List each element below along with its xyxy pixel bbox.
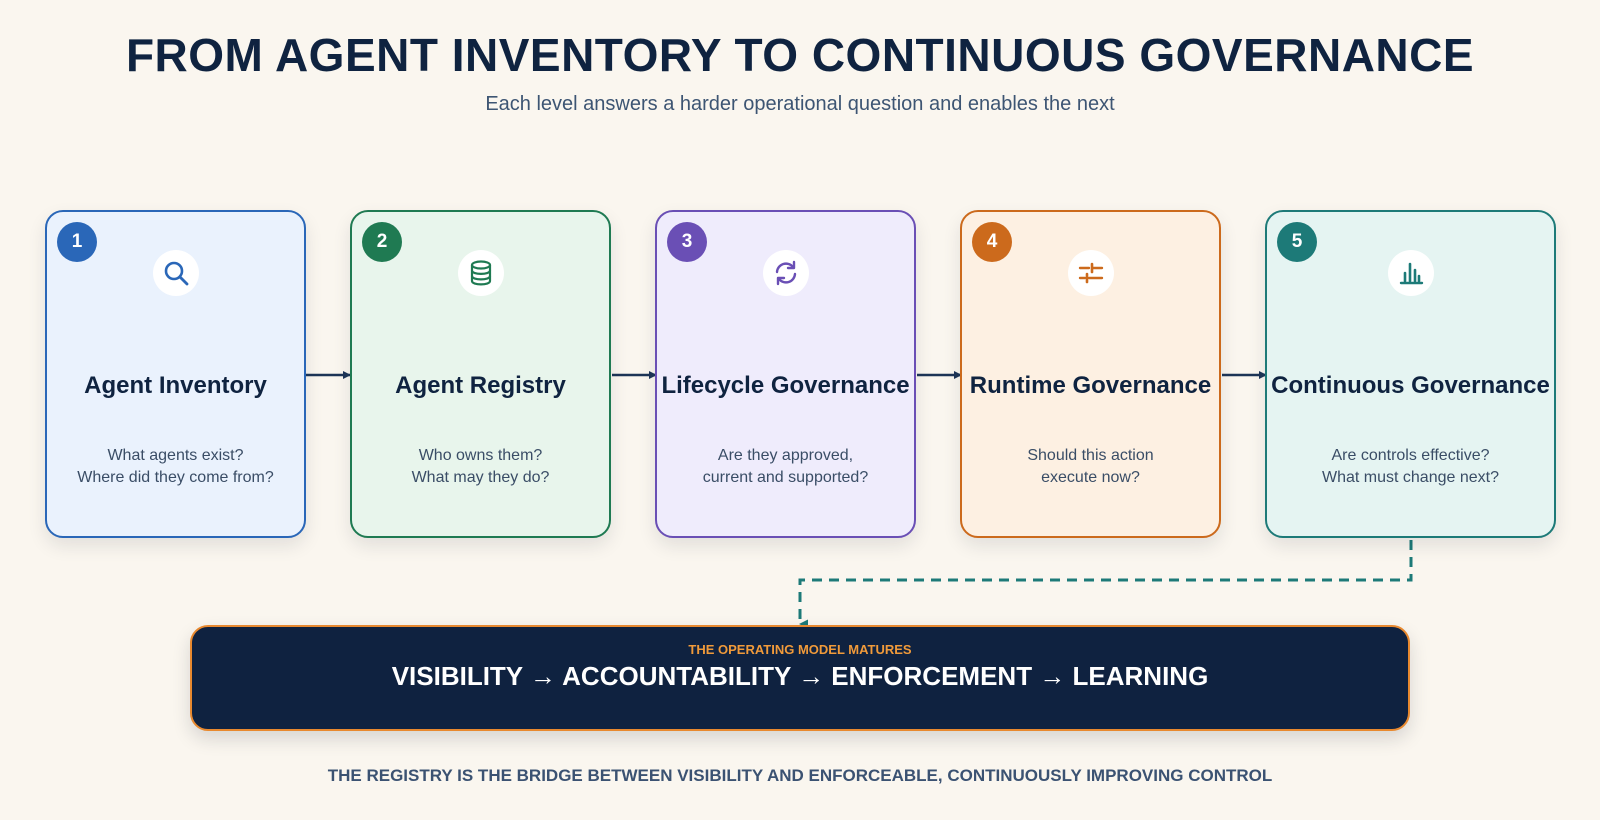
operating-model-banner: THE OPERATING MODEL MATURES VISIBILITY →… (190, 625, 1410, 731)
level-question: Who owns them? What may they do? (352, 445, 609, 489)
footer-statement: THE REGISTRY IS THE BRIDGE BETWEEN VISIB… (327, 766, 1273, 785)
level-number-badge: 1 (57, 222, 97, 262)
level-card-continuous-governance: 5 Continuous Governance Are controls eff… (1265, 210, 1556, 538)
level-card-agent-inventory: 1 Agent Inventory What agents exist? Whe… (45, 210, 306, 538)
banner-kicker: THE OPERATING MODEL MATURES (688, 642, 912, 657)
question-line: Should this action (1027, 447, 1154, 464)
bar-chart-icon (1387, 250, 1434, 296)
level-title: Runtime Governance (969, 372, 1212, 399)
sliders-icon (1067, 250, 1114, 296)
level-card-lifecycle-governance: 3 Lifecycle Governance Are they approved… (655, 210, 916, 538)
search-icon (152, 250, 199, 296)
question-line: What may they do? (411, 469, 550, 486)
feedback-dashed-arrow (798, 540, 1413, 629)
level-number-badge: 3 (667, 222, 707, 262)
page-subtitle: Each level answers a harder operational … (485, 93, 1115, 115)
level-question: What agents exist? Where did they come f… (47, 445, 304, 489)
question-line: Are controls effective? (1331, 447, 1490, 464)
level-question: Are controls effective? What must change… (1267, 445, 1554, 489)
level-card-agent-registry: 2 Agent Registry Who owns them? What may… (350, 210, 611, 538)
question-line: execute now? (1041, 469, 1140, 486)
banner-progression: VISIBILITY → ACCOUNTABILITY → ENFORCEMEN… (391, 661, 1209, 691)
page-title: FROM AGENT INVENTORY TO CONTINUOUS GOVER… (125, 29, 1475, 81)
level-title: Agent Registry (395, 372, 566, 399)
level-number-badge: 2 (362, 222, 402, 262)
question-line: What agents exist? (107, 447, 244, 464)
level-question: Are they approved, current and supported… (657, 445, 914, 489)
level-title: Lifecycle Governance (661, 372, 910, 399)
question-line: Are they approved, (717, 447, 854, 464)
level-card-runtime-governance: 4 Runtime Governance Should this action … (960, 210, 1221, 538)
question-line: Who owns them? (418, 447, 543, 464)
refresh-icon (762, 250, 809, 296)
question-line: current and supported? (702, 469, 869, 486)
question-line: What must change next? (1322, 469, 1499, 486)
question-line: Where did they come from? (77, 469, 274, 486)
level-question: Should this action execute now? (962, 445, 1219, 489)
level-number-badge: 5 (1277, 222, 1317, 262)
level-title: Continuous Governance (1271, 372, 1550, 399)
database-icon (457, 250, 504, 296)
level-number-badge: 4 (972, 222, 1012, 262)
level-title: Agent Inventory (84, 372, 267, 399)
